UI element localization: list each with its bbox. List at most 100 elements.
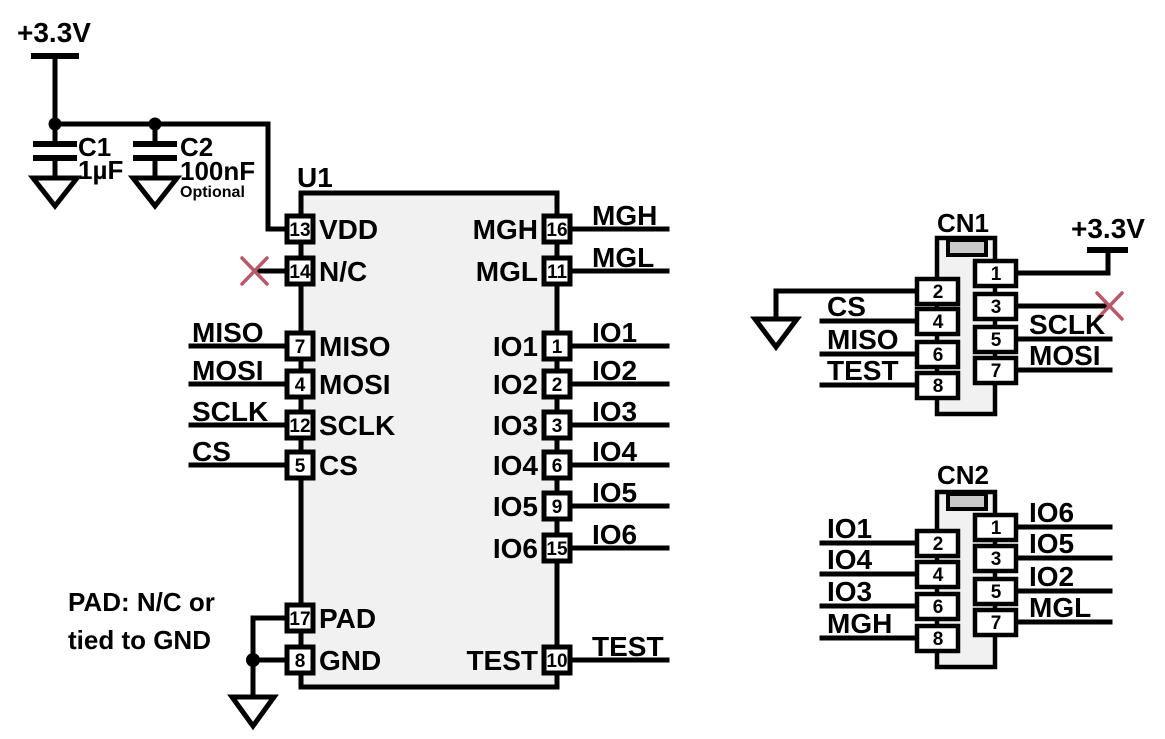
u1-pin16-name: MGH	[473, 214, 538, 245]
u1-pin8-number: 8	[295, 651, 306, 672]
u1-pin3-number: 3	[552, 416, 563, 437]
u1-pin12-name: SCLK	[319, 410, 395, 441]
u1-pin17-name: PAD	[319, 603, 376, 634]
u1-pin3-name: IO3	[493, 410, 538, 441]
net-label-mosi: MOSI	[192, 355, 264, 386]
net-label-sclk: SCLK	[192, 396, 268, 427]
u1-pin5-box	[284, 449, 316, 481]
net-label-io5: IO5	[592, 477, 637, 508]
u1-pin1-number: 1	[552, 337, 563, 358]
pad-note-line1: PAD: N/C or	[68, 587, 215, 617]
u1-pin11-number: 11	[547, 262, 568, 283]
cn2-pin6-box	[914, 591, 961, 622]
u1-pin16-number: 16	[546, 220, 567, 241]
cn1-pin7-box	[972, 355, 1019, 386]
u1-pin16-box	[541, 213, 573, 245]
net-label-cs: CS	[192, 436, 231, 467]
u1-pin4-name: MOSI	[319, 369, 391, 400]
u1-pin9-number: 9	[552, 497, 563, 518]
cn1-pin5-number: 5	[991, 330, 1002, 351]
u1-pin4-box	[284, 368, 316, 400]
u1-pin11-box	[541, 255, 573, 287]
wire-vdd-rail	[52, 53, 291, 232]
cn2-pin4-box	[914, 559, 961, 590]
c1-value: 1µF	[78, 155, 123, 185]
c2-value: 100nF	[180, 156, 255, 186]
net-label-cn2-io3: IO3	[827, 576, 872, 607]
ground-symbol-c2	[127, 175, 183, 211]
cn1-pin3-box	[972, 291, 1019, 322]
net-label-cn2-io2: IO2	[1029, 561, 1074, 592]
net-label-io4: IO4	[592, 436, 638, 467]
power-section: +3.3V C1 1µF C2 100nF Optional	[17, 17, 291, 232]
pad-note-line2: tied to GND	[68, 625, 211, 655]
cn1-notch	[946, 238, 988, 257]
u1-pin13-name: VDD	[319, 214, 378, 245]
u1-pin10-name: TEST	[466, 645, 538, 676]
u1-pin13-box	[284, 213, 316, 245]
u1-pin17-box	[284, 602, 316, 634]
net-label-mgh: MGH	[592, 200, 657, 231]
cn2-pin8-number: 8	[933, 629, 944, 650]
net-label-io6: IO6	[592, 519, 637, 550]
net-label-io2: IO2	[592, 355, 637, 386]
power-rail-label: +3.3V	[17, 17, 91, 48]
net-label-cn2-mgh: MGH	[827, 608, 892, 639]
cn1-pin1-box	[972, 258, 1019, 289]
cn1-pin1-number: 1	[991, 264, 1002, 285]
u1-pin8-name: GND	[319, 645, 381, 676]
net-label-miso: MISO	[192, 317, 264, 348]
u1-pin5-name: CS	[319, 450, 358, 481]
ground-symbol-cn1	[750, 316, 802, 352]
cn2-pin7-box	[972, 607, 1019, 638]
u1-pin7-box	[284, 330, 316, 362]
cn1-pin6-box	[914, 339, 961, 370]
u1-ref: U1	[297, 162, 333, 193]
cn2-pin1-box	[972, 512, 1019, 543]
cn2-pin8-box	[914, 623, 961, 654]
u1-pin1-name: IO1	[493, 331, 538, 362]
ground-symbol-u1	[227, 694, 279, 731]
u1-pin6-name: IO4	[493, 450, 539, 481]
u1-pin17-number: 17	[289, 609, 310, 630]
cn1-pin7-number: 7	[991, 361, 1002, 382]
u1-pin10-box	[541, 644, 573, 676]
net-label-cn2-io5: IO5	[1029, 528, 1074, 559]
ground-symbol-c1	[27, 175, 83, 211]
no-connect-icon	[240, 256, 269, 286]
cn1-pin2-number: 2	[933, 282, 944, 303]
net-label-cn1-sclk: SCLK	[1029, 309, 1105, 340]
cn2-pin3-box	[972, 543, 1019, 574]
net-label-cn1-test: TEST	[827, 355, 899, 386]
cn2-notch	[946, 492, 988, 511]
cn2-pin3-number: 3	[991, 549, 1002, 570]
c1-ref: C1	[78, 132, 111, 162]
u1-pin6-number: 6	[552, 456, 563, 477]
net-label-io1: IO1	[592, 317, 637, 348]
u1-pin14-box	[284, 255, 316, 287]
u1-pin7-name: MISO	[319, 331, 391, 362]
u1-pin12-number: 12	[289, 416, 310, 437]
cn1-pin4-number: 4	[933, 312, 944, 333]
u1-pin11-name: MGL	[476, 256, 538, 287]
cn1-pin8-box	[914, 370, 961, 401]
net-label-cn2-io6: IO6	[1029, 497, 1074, 528]
u1-pin1-box	[541, 330, 573, 362]
cn1-pin4-box	[914, 306, 961, 337]
net-label-cn2-io4: IO4	[827, 544, 873, 575]
cn2-pin2-box	[914, 528, 961, 559]
u1-pin12-box	[284, 409, 316, 441]
u1-pin13-number: 13	[289, 220, 310, 241]
cn2-pin4-number: 4	[933, 565, 944, 586]
wire-u1-pad	[250, 615, 291, 700]
cn1-pin2-box	[914, 276, 961, 307]
no-connect-icon	[1095, 291, 1124, 321]
u1-pin15-number: 15	[546, 539, 568, 560]
u1-pin2-number: 2	[552, 375, 563, 396]
u1-ic: U1 MISO MOSI SCLK CS 13 14 7 4 12 5	[68, 162, 670, 731]
u1-pin14-number: 14	[289, 262, 311, 283]
wire-cn1-pin1-power	[1013, 248, 1111, 276]
cn2-pin6-number: 6	[933, 597, 944, 618]
net-label-test: TEST	[592, 631, 664, 662]
